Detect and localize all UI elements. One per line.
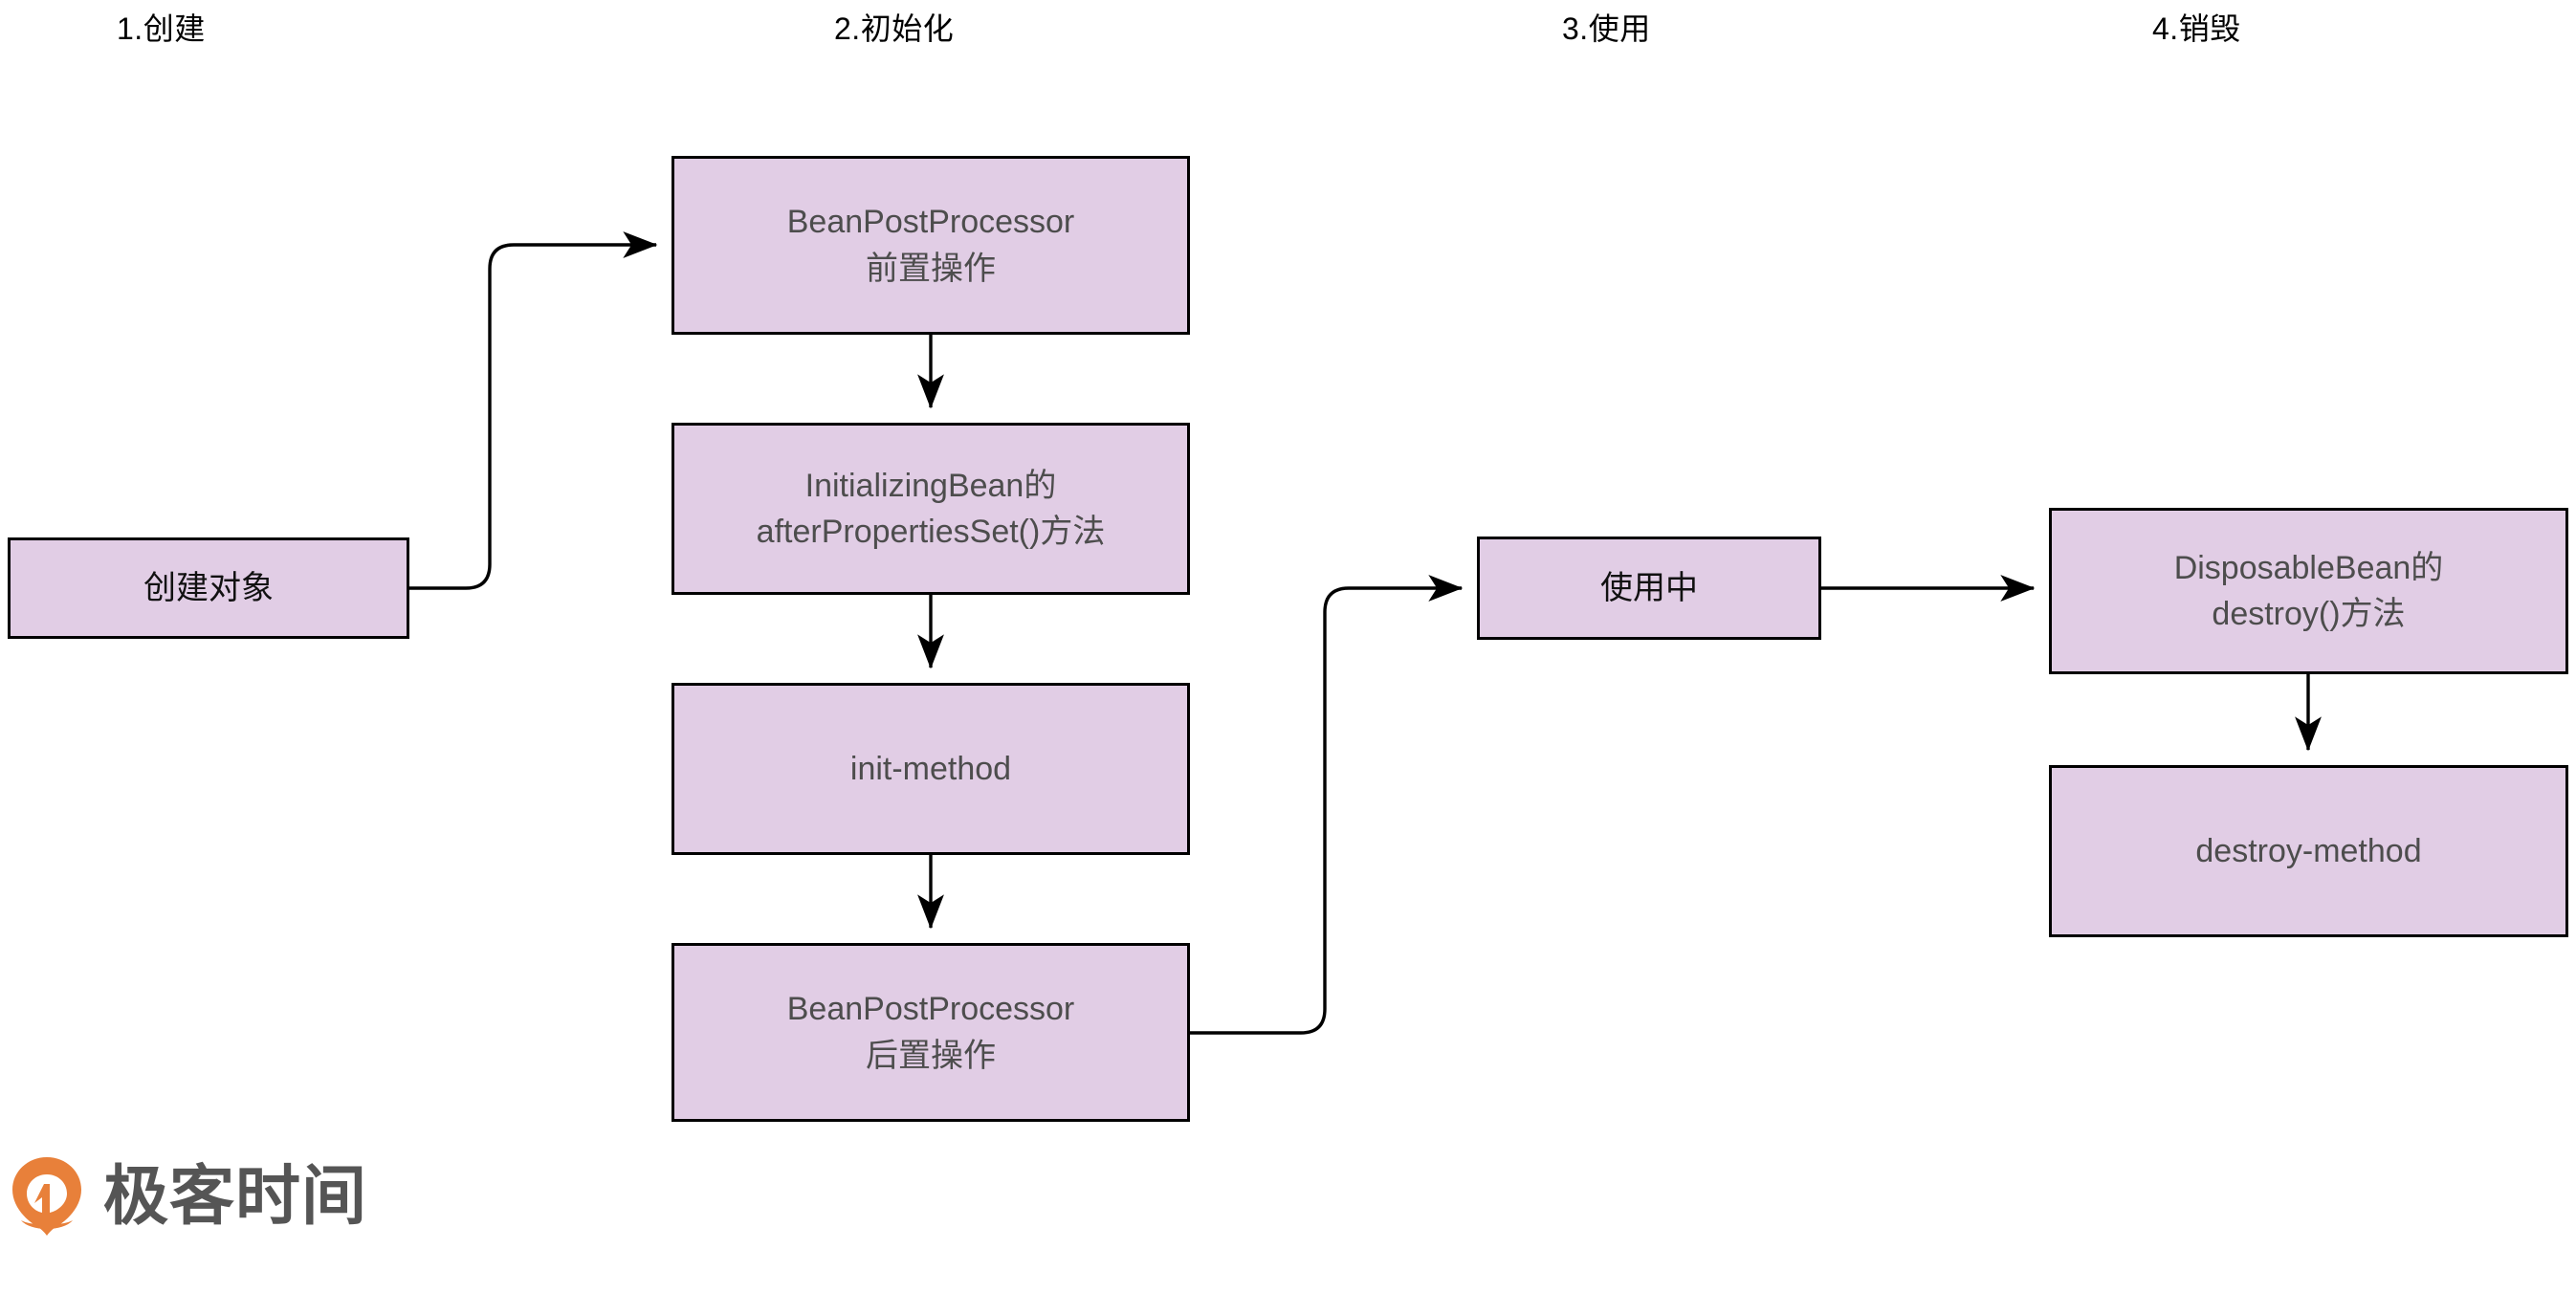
node-create-object[interactable]: 创建对象 <box>8 537 409 639</box>
node-bpp-after-line-1: BeanPostProcessor <box>786 991 1075 1028</box>
phase-label-create: 1.创建 <box>117 11 206 46</box>
phase-label-initialize: 2.初始化 <box>834 11 955 46</box>
geektime-logo-icon <box>12 1157 81 1236</box>
node-bpp-before-line-1: BeanPostProcessor <box>786 204 1075 241</box>
phase-label-destroy: 4.销毁 <box>2152 11 2241 46</box>
node-initializing-bean-line-1: InitializingBean的 <box>804 467 1057 504</box>
node-bpp-before[interactable]: BeanPostProcessor 前置操作 <box>672 156 1190 335</box>
node-init-method[interactable]: init-method <box>672 683 1190 855</box>
node-init-method-line-1: init-method <box>849 750 1012 787</box>
node-destroy-method[interactable]: destroy-method <box>2049 765 2568 937</box>
node-destroy-method-line-1: destroy-method <box>2195 832 2422 869</box>
node-disposable-bean[interactable]: DisposableBean的 destroy()方法 <box>2049 508 2568 674</box>
node-bpp-before-line-2: 前置操作 <box>866 250 996 287</box>
edge-bpp-after-to-in-use <box>1190 575 1464 1035</box>
node-disposable-bean-line-1: DisposableBean的 <box>2173 549 2444 586</box>
node-initializing-bean-line-2: afterPropertiesSet()方法 <box>756 514 1106 550</box>
node-create-object-line-1: 创建对象 <box>143 569 274 606</box>
brand-watermark: 极客时间 <box>8 1155 367 1238</box>
node-bpp-after-line-2: 后置操作 <box>866 1037 996 1074</box>
node-in-use-line-1: 使用中 <box>1600 569 1698 606</box>
edge-create-to-bpp-before <box>409 231 658 590</box>
geektime-logo-text: 极客时间 <box>103 1160 368 1233</box>
node-in-use[interactable]: 使用中 <box>1477 537 1821 640</box>
node-bpp-after[interactable]: BeanPostProcessor 后置操作 <box>672 943 1190 1122</box>
node-disposable-bean-line-2: destroy()方法 <box>2212 596 2406 632</box>
phase-label-use: 3.使用 <box>1562 11 1651 46</box>
node-initializing-bean[interactable]: InitializingBean的 afterPropertiesSet()方法 <box>672 423 1190 595</box>
